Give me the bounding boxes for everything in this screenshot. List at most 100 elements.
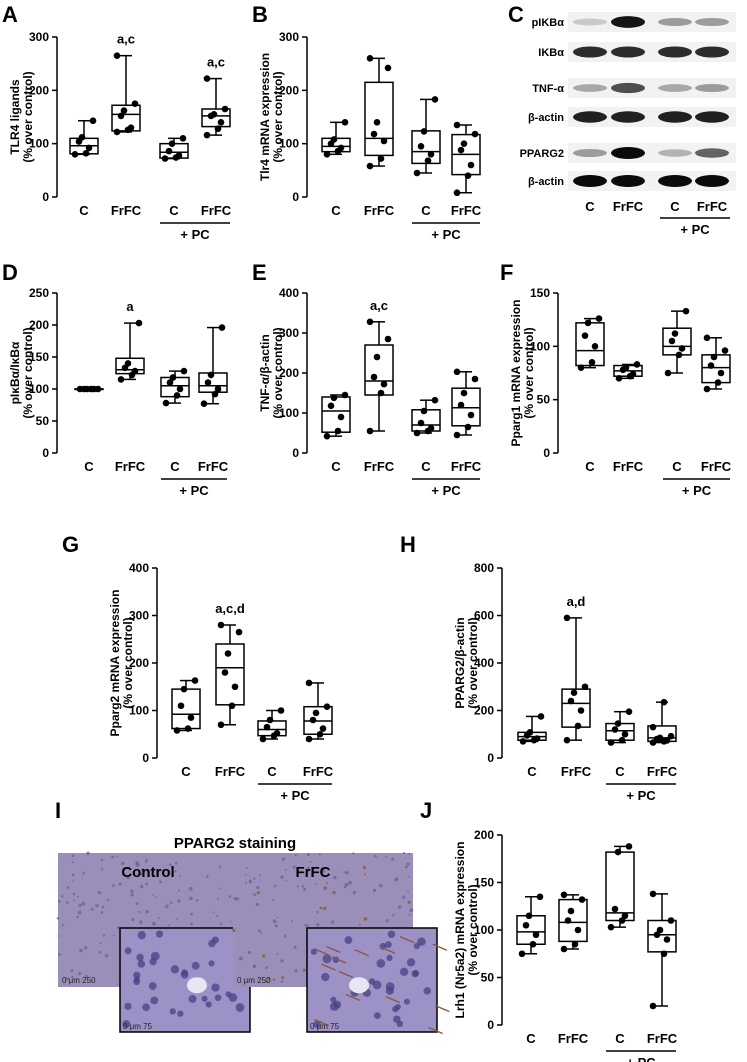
cell-nucleus: [332, 890, 336, 895]
category-label: C: [421, 203, 431, 218]
significance-label: a: [126, 299, 134, 314]
cell-nucleus: [316, 923, 320, 927]
data-point: [682, 307, 690, 315]
box-iqr: [364, 344, 394, 396]
data-point: [377, 155, 385, 162]
blot-band: [658, 46, 692, 58]
cell-nucleus: [159, 880, 162, 884]
cell-nucleus: [281, 976, 285, 980]
cell-nucleus: [235, 897, 238, 900]
blot-group-label: + PC: [680, 222, 710, 237]
data-point: [127, 124, 135, 131]
box-iqr: [321, 396, 351, 433]
data-point: [184, 725, 192, 732]
staining-streak: [331, 956, 347, 964]
data-point: [203, 131, 211, 139]
box-2: [215, 621, 245, 729]
blot-band: [573, 84, 607, 92]
box-4: [201, 75, 231, 139]
data-point: [131, 100, 139, 107]
inset-nucleus: [322, 954, 332, 964]
blot-band: [611, 82, 645, 94]
cell-nucleus: [190, 912, 193, 916]
cell-nucleus: [258, 874, 261, 877]
y-axis-label: Lrh1 (Nr5a2) mRNA expression: [453, 842, 467, 1019]
category-label: C: [672, 459, 682, 474]
data-point: [82, 149, 90, 157]
box-4: [451, 368, 481, 439]
inset-nucleus: [417, 937, 426, 946]
y-tick-label: 400: [279, 286, 299, 300]
data-point: [330, 394, 338, 402]
data-point: [537, 713, 545, 720]
data-point: [664, 369, 672, 377]
blot-band: [695, 46, 729, 58]
data-point: [707, 362, 715, 369]
inset-nucleus: [137, 931, 146, 940]
data-point: [453, 368, 461, 376]
data-point: [366, 162, 374, 170]
data-point: [413, 429, 421, 437]
cell-nucleus: [294, 854, 297, 857]
data-point: [420, 407, 428, 415]
cell-nucleus: [406, 862, 410, 866]
blot-lane-label: FrFC: [697, 199, 728, 214]
inset-nucleus: [329, 1002, 339, 1011]
data-point: [417, 419, 425, 427]
blot-row-label: TNF-α: [532, 83, 564, 95]
cell-nucleus: [111, 855, 115, 859]
y-tick-label: 50: [36, 414, 50, 428]
y-tick-label: 100: [530, 339, 550, 353]
panel-letter-c: C: [508, 2, 524, 27]
category-label: C: [421, 459, 431, 474]
data-point: [667, 732, 675, 740]
data-point: [366, 318, 374, 326]
data-point: [675, 351, 683, 359]
y-tick-label: 100: [279, 137, 299, 151]
y-tick-label: 150: [29, 350, 49, 364]
box-3: [257, 707, 287, 743]
group-label: + PC: [280, 788, 310, 803]
blot-strip: [568, 171, 736, 191]
blot-strip: [568, 78, 736, 98]
inset-nucleus: [330, 996, 337, 1003]
category-label: C: [170, 459, 180, 474]
cell-nucleus: [216, 915, 219, 918]
data-point: [113, 52, 121, 59]
data-point: [588, 359, 596, 366]
significance-label: a,c: [370, 298, 388, 313]
box-iqr: [171, 688, 201, 730]
inset-nucleus: [211, 983, 220, 992]
category-label: C: [585, 459, 595, 474]
cell-nucleus: [352, 890, 357, 895]
box-2: [111, 52, 141, 136]
cell-nucleus: [372, 888, 376, 892]
cell-nucleus: [102, 934, 106, 937]
data-point: [217, 119, 225, 126]
data-point: [577, 364, 585, 371]
cell-nucleus: [104, 953, 109, 958]
cell-nucleus: [390, 857, 395, 861]
data-point: [203, 75, 211, 82]
data-point: [649, 1002, 657, 1010]
cell-nucleus: [77, 896, 80, 898]
data-point: [522, 921, 530, 929]
inset-nucleus: [399, 967, 409, 977]
cell-nucleus: [81, 901, 86, 906]
cell-nucleus: [81, 874, 84, 876]
blot-band: [573, 46, 607, 58]
category-label: C: [615, 1031, 625, 1046]
cell-nucleus: [272, 919, 277, 924]
inset-nucleus: [122, 1020, 131, 1028]
data-point: [464, 172, 472, 179]
data-point: [570, 689, 578, 696]
blot-band: [658, 111, 692, 123]
data-point: [373, 119, 381, 126]
cell-nucleus: [256, 886, 260, 890]
y-tick-label: 100: [29, 137, 49, 151]
data-point: [277, 707, 285, 714]
cell-nucleus: [212, 911, 215, 914]
blot-band: [611, 46, 645, 58]
cell-nucleus: [216, 898, 219, 901]
